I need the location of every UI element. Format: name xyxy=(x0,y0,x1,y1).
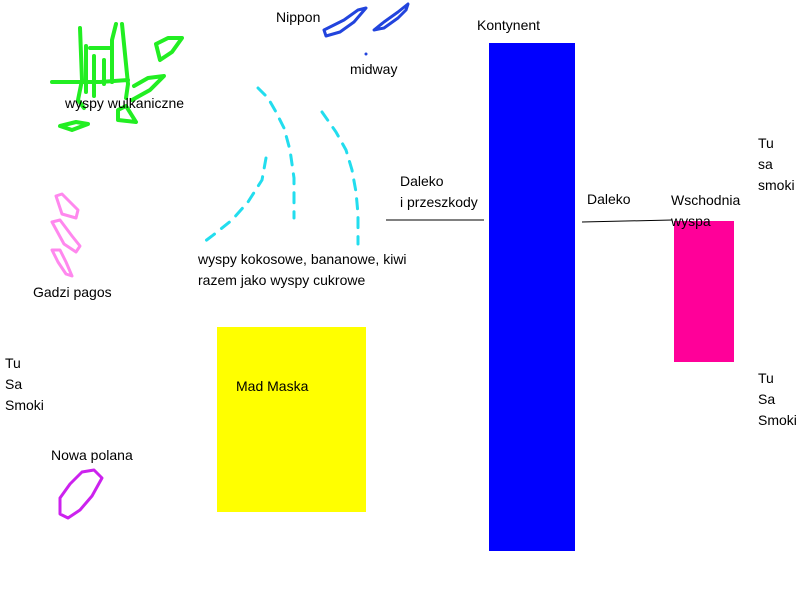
dragons-right-top-label: Tu sa smoki xyxy=(758,135,795,193)
nippon-label: Nippon xyxy=(276,9,321,25)
volcanic-islands-shape xyxy=(50,22,184,132)
far-right-label: Daleko xyxy=(587,191,631,207)
midway-island-dot xyxy=(364,52,368,56)
volcanic-islands-label: wyspy wulkaniczne xyxy=(65,95,185,111)
mad-mask-block xyxy=(217,327,366,512)
far-left-label: Daleko i przeszkody xyxy=(400,173,478,210)
far-right-line xyxy=(581,219,673,223)
dragons-left-label: Tu Sa Smoki xyxy=(5,355,44,413)
new-polana-label: Nowa polana xyxy=(51,447,133,463)
coconut-islands-shape xyxy=(202,86,360,246)
nippon-islands-shape xyxy=(322,2,410,38)
viper-islands-label: Gadzi pagos xyxy=(33,284,112,300)
coconut-islands-label: wyspy kokosowe, bananowe, kiwi razem jak… xyxy=(198,251,407,288)
mad-mask-label: Mad Maska xyxy=(236,378,309,394)
midway-label: midway xyxy=(350,61,398,77)
viper-islands-shape xyxy=(50,192,82,278)
east-island-label: Wschodnia wyspa xyxy=(671,192,741,229)
continent-block xyxy=(489,43,575,551)
east-island-block xyxy=(674,221,734,362)
new-polana-shape xyxy=(58,468,104,520)
continent-label: Kontynent xyxy=(477,17,541,33)
dragons-right-bottom-label: Tu Sa Smoki xyxy=(758,370,797,428)
